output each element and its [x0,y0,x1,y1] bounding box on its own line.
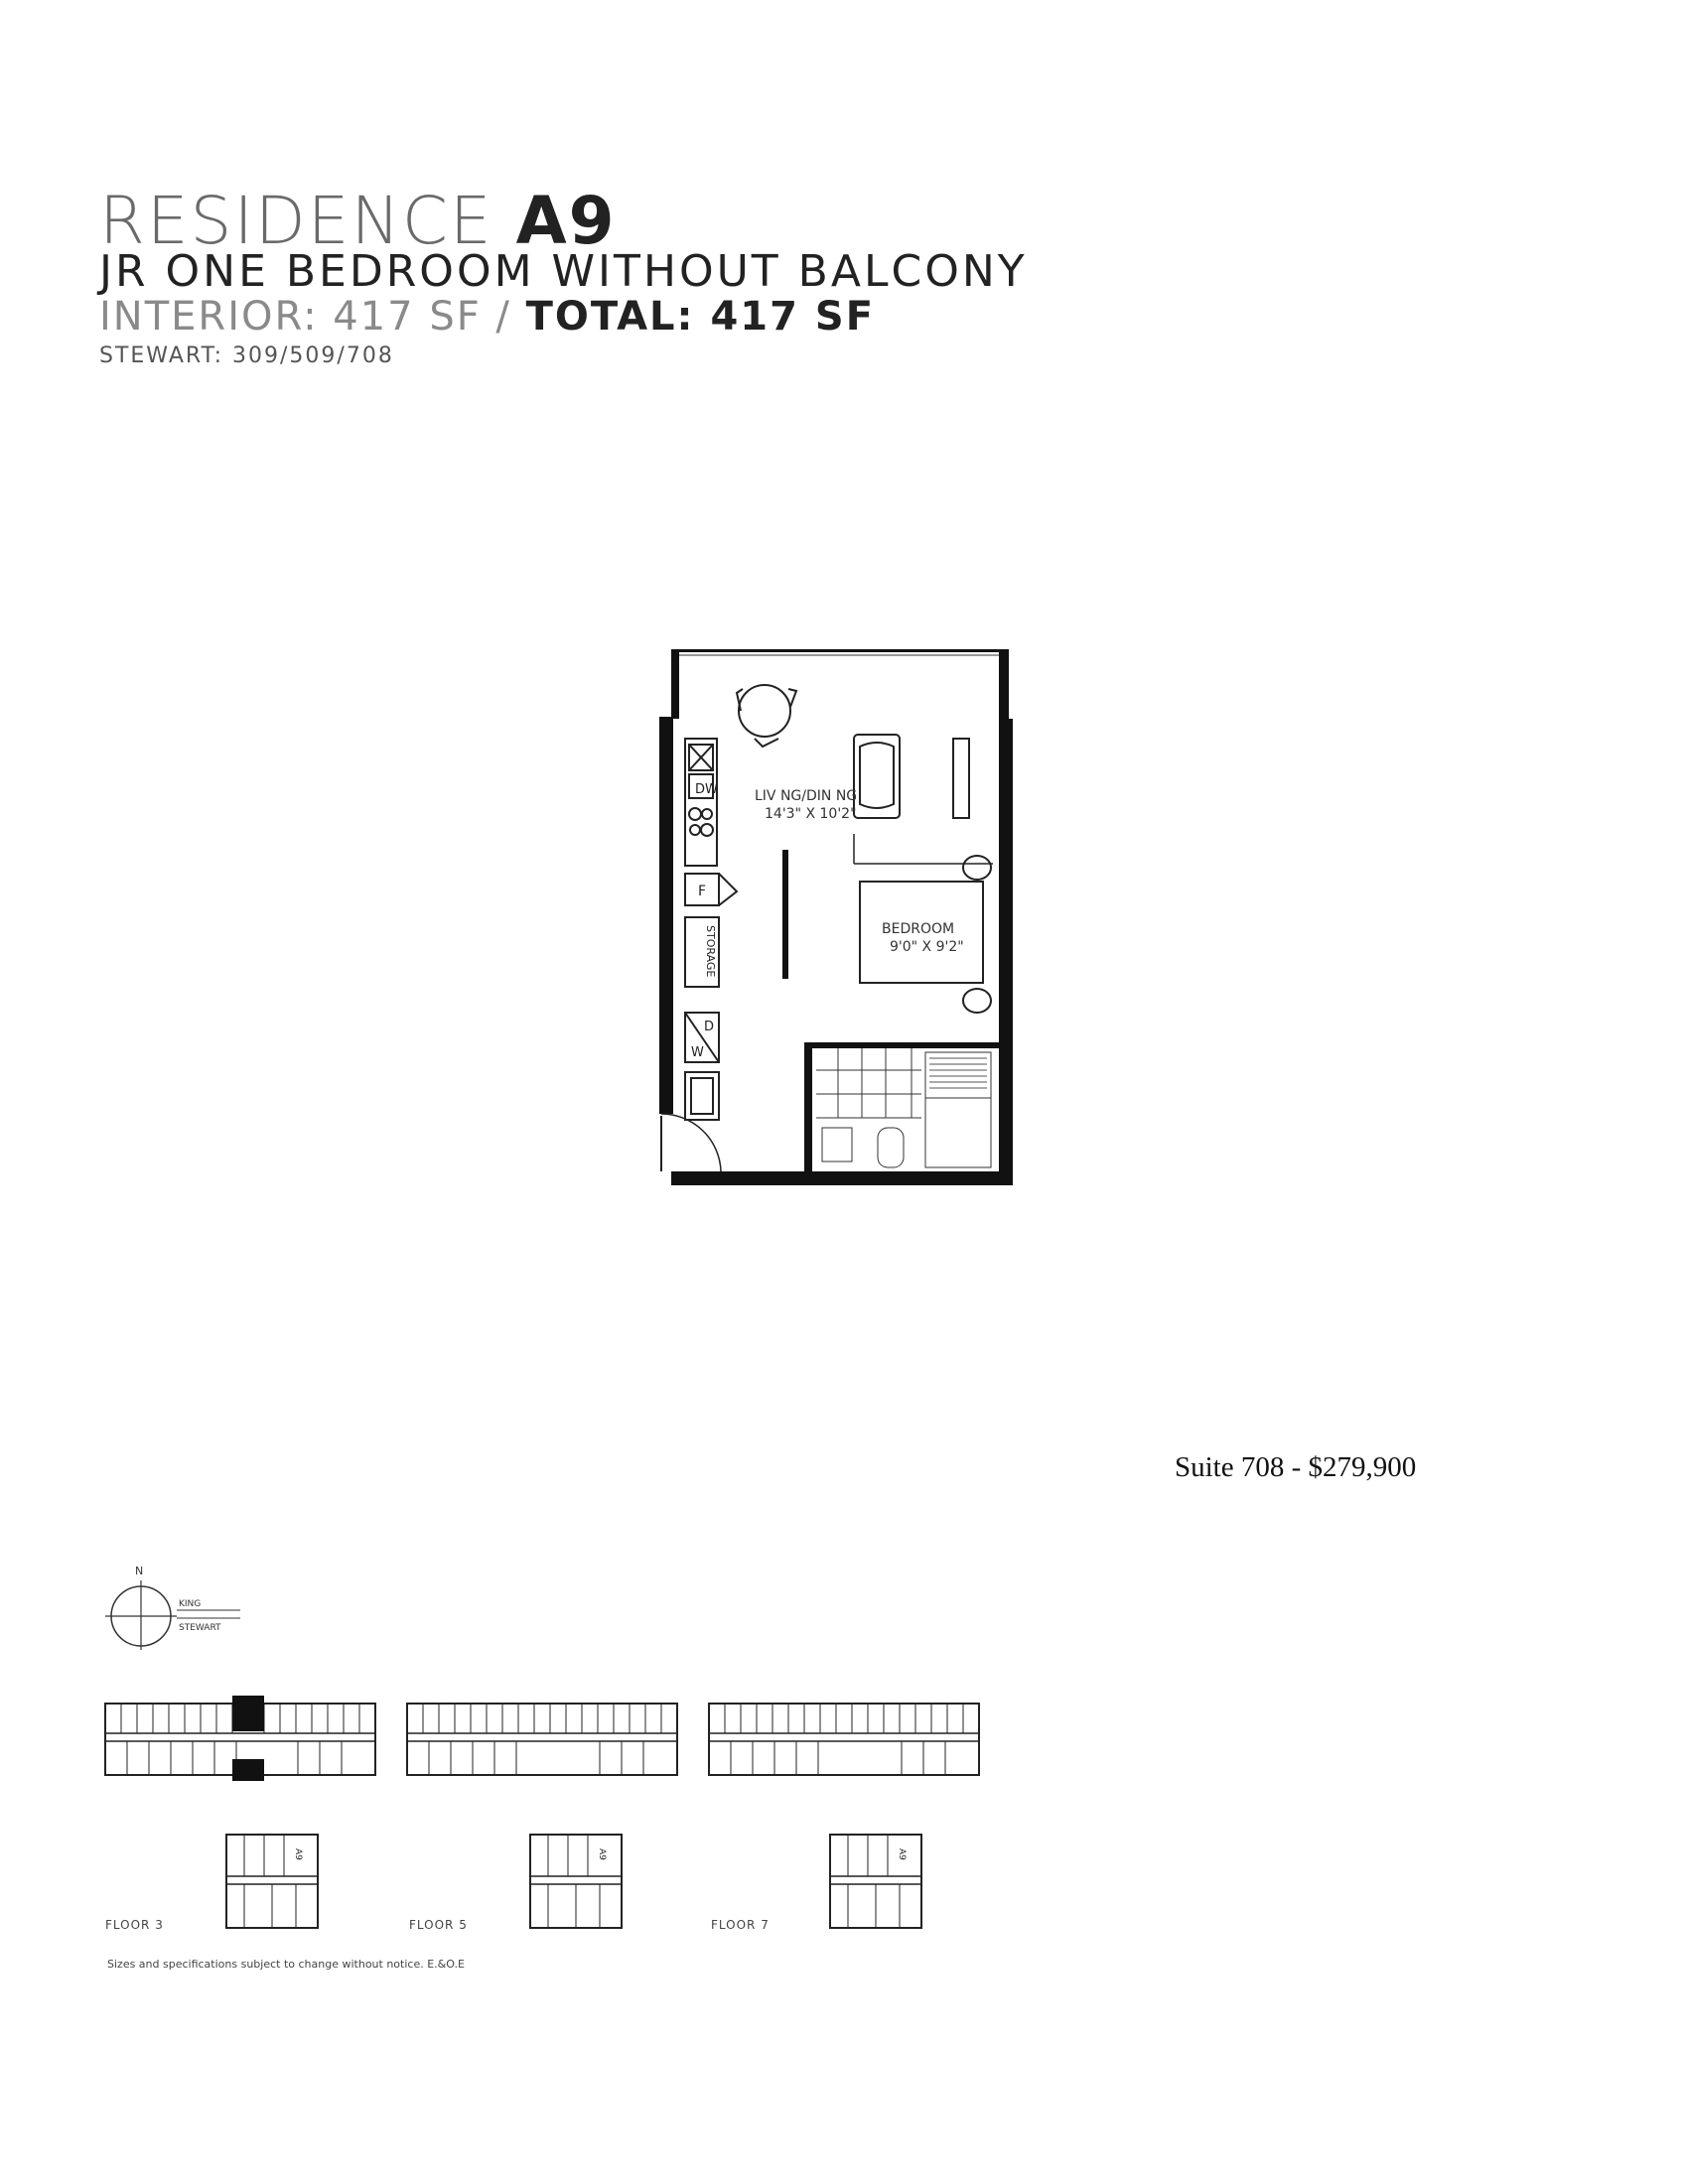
living-dining-dims: 14'3" X 10'2" [765,806,857,822]
living-dining-label: LIV NG/DIN NG [755,788,857,804]
sofa [853,734,970,819]
key-plan-floor-3-tower: A9 [225,1834,319,1929]
key-plan-floor-7-tower: A9 [829,1834,922,1929]
floor-label-7: FLOOR 7 [711,1918,770,1932]
floor-label-5: FLOOR 5 [409,1918,468,1932]
bed [859,855,992,1014]
unit-type-subtitle: JR ONE BEDROOM WITHOUT BALCONY [99,246,1028,297]
key-plan-floor-7-building [708,1703,980,1776]
fridge-label: F [698,884,706,899]
highlighted-unit-marker [232,1696,264,1731]
total-area: TOTAL: 417 SF [525,294,876,340]
compass-north: N [135,1565,143,1577]
dining-table [735,684,798,749]
key-plan-floor-3-building [104,1696,376,1781]
key-plan-floor-5-tower: A9 [529,1834,623,1929]
street-stewart: STEWART [179,1623,221,1633]
area-line: INTERIOR: 417 SF / TOTAL: 417 SF [99,294,875,340]
stewart-unit-numbers: STEWART: 309/509/708 [99,343,394,368]
residence-title: RESIDENCE A9 [99,189,617,254]
floor-label-3: FLOOR 3 [105,1918,164,1932]
unit-tag: A9 [897,1848,907,1860]
disclaimer: Sizes and specifications subject to chan… [107,1958,465,1971]
bedroom-dims: 9'0" X 9'2" [890,939,964,955]
compass-rose: N KING STEWART [105,1565,240,1650]
washer-label: W [691,1045,704,1060]
bathroom [804,1042,999,1181]
residence-prefix: RESIDENCE [99,183,493,259]
key-plan-floor-5-building [406,1703,678,1776]
storage-label: STORAGE [704,925,717,977]
suite-price: Suite 708 - $279,900 [1175,1451,1417,1483]
highlighted-unit-marker [232,1759,264,1781]
kitchen-counter [684,738,739,1121]
street-king: KING [179,1599,201,1609]
entry-door-swing [660,1113,722,1172]
floor-plan: DW F STORAGE D W LIV NG/DIN NG 14'3" X 1… [659,649,1013,1185]
exterior-walls [659,649,1013,1185]
residence-code: A9 [515,183,617,259]
bedroom-label: BEDROOM [882,921,954,937]
partition-wall [782,850,788,979]
dw-label: DW [695,782,718,797]
interior-area: INTERIOR: 417 SF / [99,294,511,340]
dryer-label: D [704,1020,714,1034]
unit-tag: A9 [293,1848,303,1860]
unit-tag: A9 [597,1848,607,1860]
